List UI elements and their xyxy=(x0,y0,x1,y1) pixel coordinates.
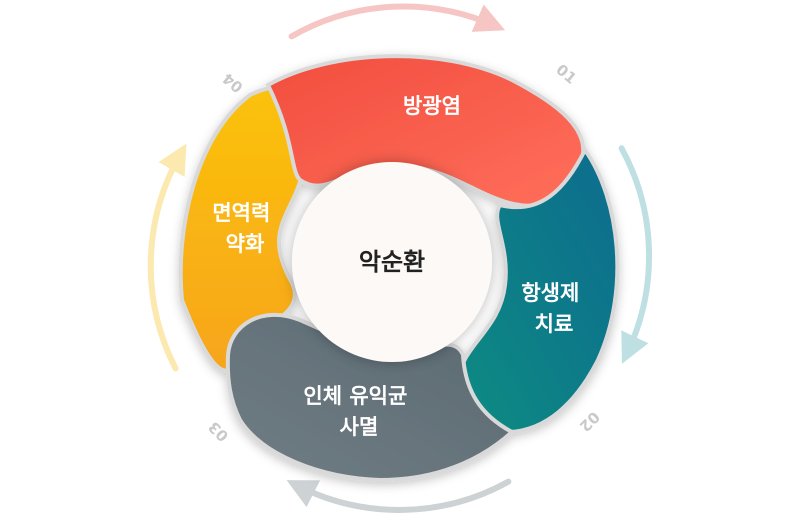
arrow-step-01 xyxy=(288,3,506,40)
segment-labels: 방광염 항생제 치료 인체 유익균 사멸 면역력 약화 xyxy=(212,94,586,439)
center-circle xyxy=(292,162,492,362)
label-immunity-line-2: 약화 xyxy=(226,232,265,256)
label-immunity-line-1: 면역력 xyxy=(212,201,270,225)
label-cystitis: 방광염 xyxy=(403,94,461,118)
label-cystitis-line-1: 방광염 xyxy=(403,94,461,118)
label-immunity: 면역력 약화 xyxy=(212,201,277,256)
label-bacteria-line-2: 사멸 xyxy=(340,415,379,439)
step-number-04: 04 xyxy=(219,69,247,96)
outer-arrows xyxy=(147,3,652,513)
label-bacteria-line-1: 인체 유익균 xyxy=(303,384,407,408)
label-antibiotic: 항생제 치료 xyxy=(521,281,586,336)
label-antibiotic-line-2: 치료 xyxy=(535,312,574,336)
center-label: 악순환 xyxy=(359,248,425,276)
step-number-01: 01 xyxy=(552,61,580,88)
cycle-segments xyxy=(178,54,620,483)
arrow-step-02 xyxy=(618,145,652,364)
center-hub: 악순환 xyxy=(292,162,492,362)
label-antibiotic-line-1: 항생제 xyxy=(521,281,579,305)
arrow-step-03 xyxy=(286,478,512,513)
segment-beneficial-bacteria-death xyxy=(225,313,516,483)
arrow-step-04 xyxy=(147,143,187,372)
label-bacteria-death: 인체 유익균 사멸 xyxy=(303,384,414,439)
step-number-02: 02 xyxy=(576,408,603,435)
step-number-03: 03 xyxy=(205,418,232,445)
